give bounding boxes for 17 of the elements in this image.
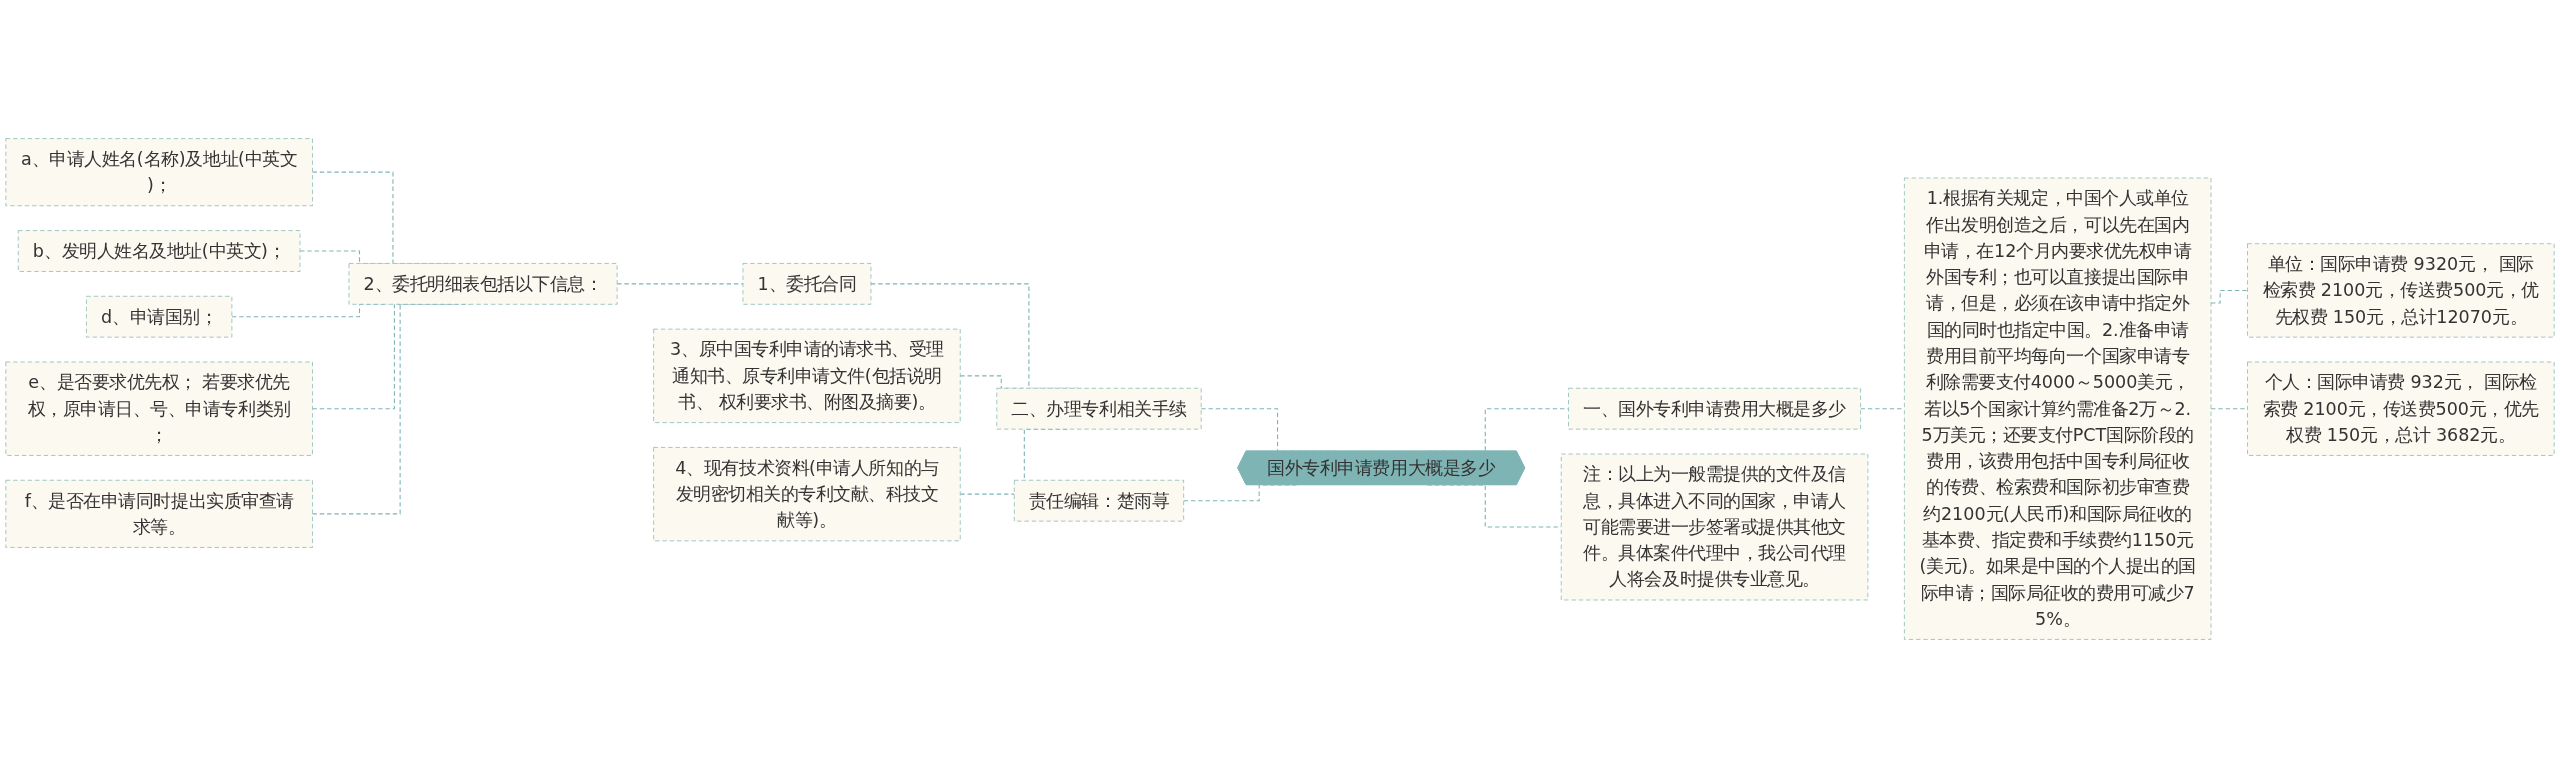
node-box: 注：以上为一般需提供的文件及信息，具体进入不同的国家，申请人可能需要进一步签署或提供其他文件。具体案件代理中，我公司代理人将会及时提供专业意见。 <box>1560 453 1869 601</box>
node-box: 二、办理专利相关手续 <box>996 387 1202 430</box>
node-box: 单位：国际申请费 9320元， 国际检索费 2100元，传送费500元，优先权费 150元，总计12070元。 <box>2247 243 2555 338</box>
node-box: e、是否要求优先权； 若要求优先权，原申请日、号、申请专利类别； <box>5 361 313 456</box>
node-box: 责任编辑：楚雨荨 <box>1013 479 1185 522</box>
node-box: 4、现有技术资料(申请人所知的与发明密切相关的专利文献、科技文献等)。 <box>653 447 961 542</box>
connector <box>1860 408 1905 410</box>
node-box: 1.根据有关规定，中国个人或单位作出发明创造之后，可以先在国内申请，在12个月内要求优先权申请外国专利；也可以直接提出国际申请，但是，必须在该申请中指定外国的同时也指定中国。2.准备申请费用目前平均每向一个国家申请专利除需要支付4000～5000美元，若以5个国家计算约需准备2万～2.5万美元；还要支付PCT国际阶段的费用，该费用包括中国专利局征收的传费、检索费和国际初步审查费约2100元(人民币)和国际局征收的基本费、指定费和手续费约1150元(美元)。如果是中国的个人提出的国际申请；国际局征收的费用可减少75%。 <box>1904 177 2212 640</box>
node-box: d、申请国别； <box>86 295 233 338</box>
node-box: 个人：国际申请费 932元， 国际检索费 2100元，传送费500元，优先权费 150元，总计 3682元。 <box>2247 361 2555 456</box>
node-box: b、发明人姓名及地址(中英文)； <box>17 230 301 272</box>
node-box: a、申请人姓名(名称)及地址(中英文)； <box>5 138 313 207</box>
node-box: 3、原中国专利申请的请求书、受理通知书、原专利申请文件(包括说明书、 权利要求书、附图及摘要)。 <box>653 328 961 423</box>
node-box: f、是否在申请同时提出实质审查请求等。 <box>5 479 313 548</box>
node-box: 一、国外专利申请费用大概是多少 <box>1568 387 1861 430</box>
node-box: 1、委托合同 <box>742 263 872 305</box>
node-box: 2、委托明细表包括以下信息： <box>348 263 618 305</box>
